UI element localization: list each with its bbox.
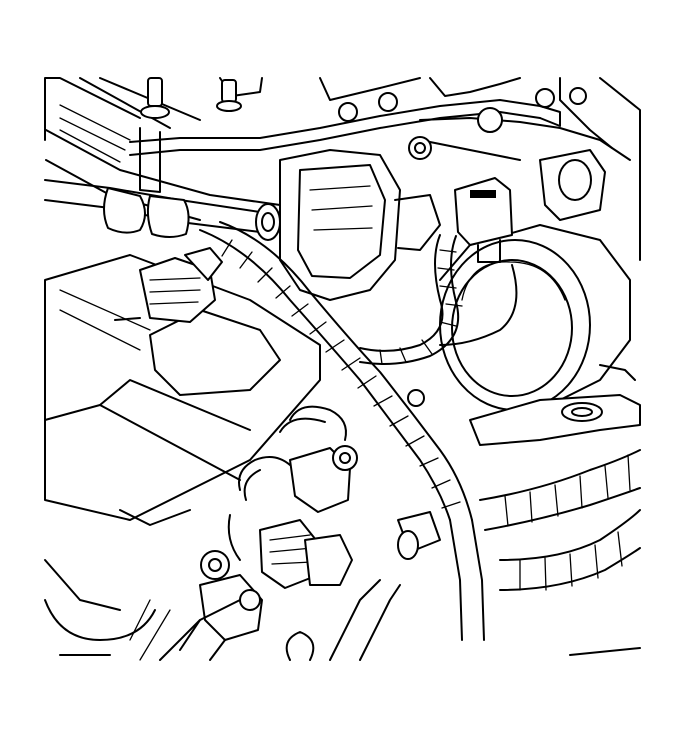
harness-clip-connector xyxy=(397,389,441,560)
mounting-bracket xyxy=(469,364,641,446)
bolt-stud-1 xyxy=(140,77,170,119)
vacuum-hose xyxy=(129,99,561,193)
intake-manifold-plenum xyxy=(44,254,321,526)
lower-structure xyxy=(44,559,641,661)
wiring-harness-branch xyxy=(359,234,518,365)
throttle-position-connector xyxy=(454,149,606,263)
wire-pigtails xyxy=(227,405,347,561)
bolt-stud-2 xyxy=(216,79,242,112)
injector-connector-cluster xyxy=(114,247,223,323)
wiring-harness-lower-right xyxy=(479,449,641,591)
lower-bolt-fitting xyxy=(179,550,263,661)
throttle-body xyxy=(439,224,641,416)
bolt-head-3 xyxy=(338,87,587,122)
fuel-rail xyxy=(44,179,281,241)
engine-block-detail xyxy=(279,136,441,301)
sensor-connector-lower xyxy=(259,445,358,589)
